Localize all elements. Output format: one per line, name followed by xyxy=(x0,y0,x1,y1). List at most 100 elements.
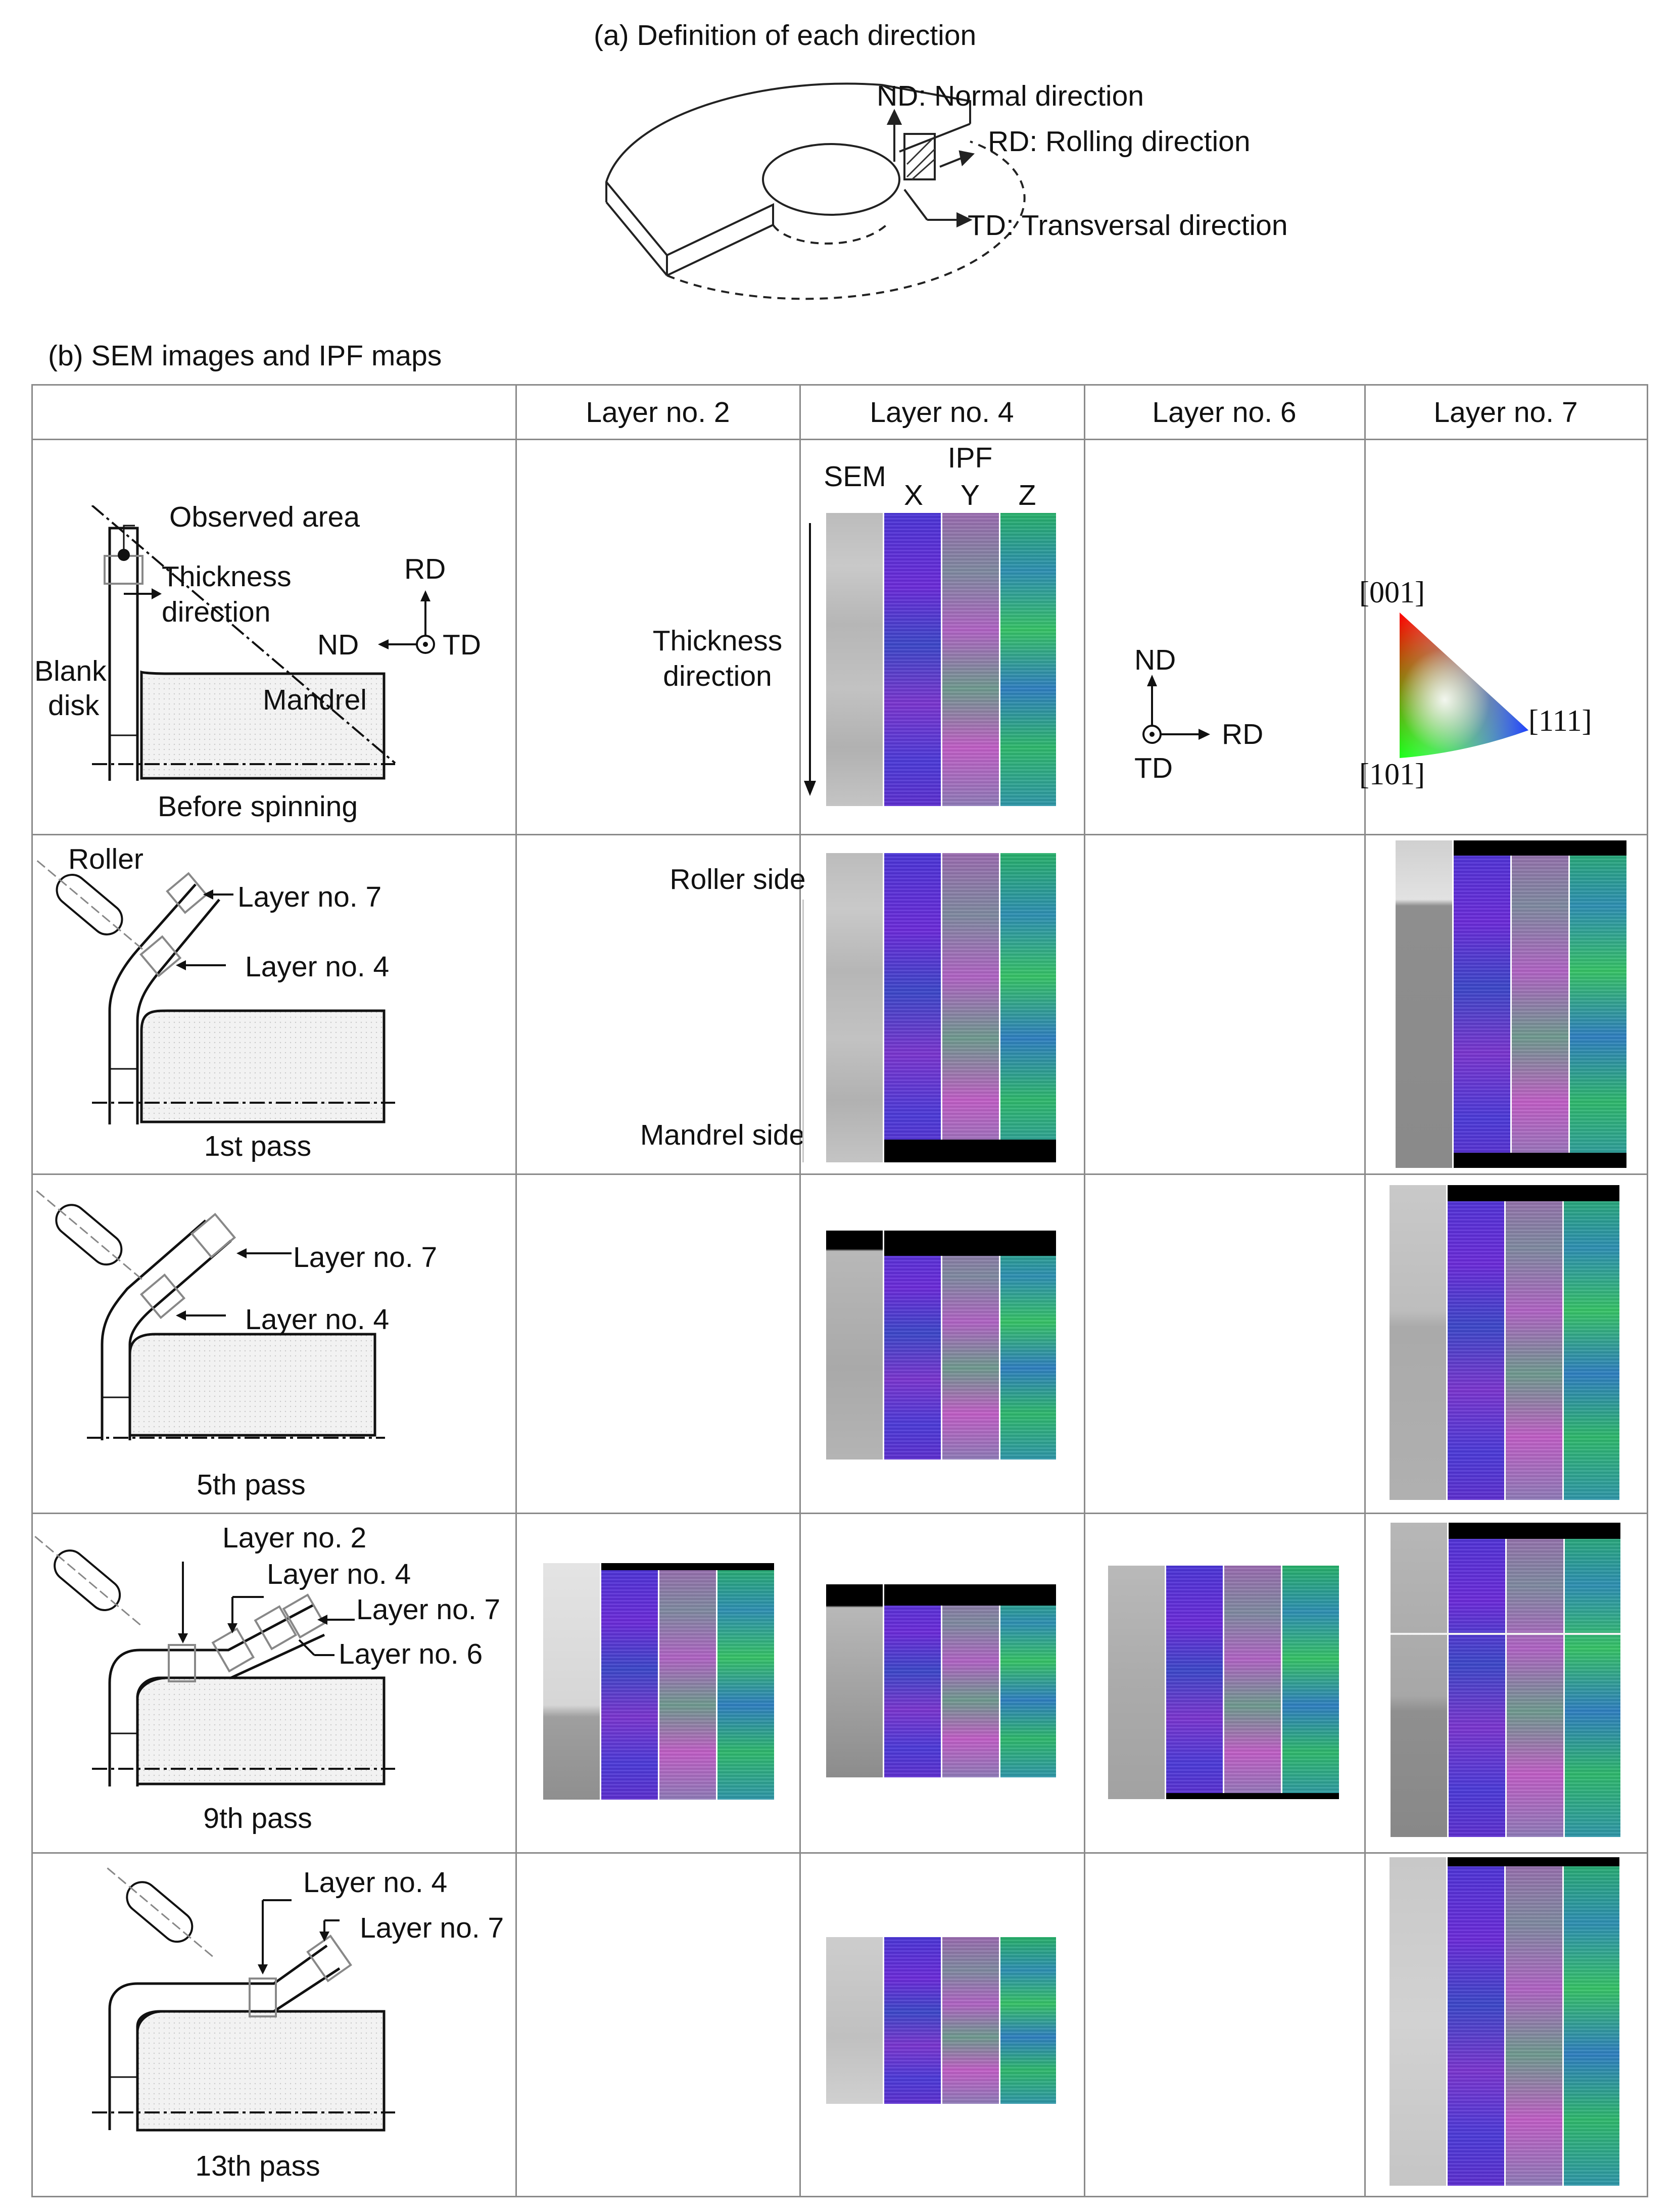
ipf-x-strip xyxy=(884,853,941,1162)
ipf-y-strip xyxy=(942,513,999,806)
sem-strip xyxy=(826,1231,883,1460)
ipf-z-strip xyxy=(1000,513,1056,806)
sample-rd-label: RD xyxy=(1222,718,1264,750)
td-label: TD: Transversal direction xyxy=(968,209,1288,242)
p9-layer6-label: Layer no. 6 xyxy=(339,1638,483,1670)
ipf-y-strip xyxy=(1506,1185,1562,1500)
ipf-y-strip xyxy=(1507,1523,1563,1837)
stage-1st-pass: 1st pass xyxy=(204,1130,312,1162)
ipf-z-strip xyxy=(1000,1937,1056,2104)
ipf-x-strip xyxy=(1454,840,1510,1168)
thickness-dir-text-2: direction xyxy=(663,660,772,692)
direction-definition-diagram xyxy=(605,82,1026,300)
sem-strip xyxy=(826,1937,883,2104)
edge-band xyxy=(884,1140,1056,1162)
ipf-y-strip xyxy=(1224,1566,1281,1799)
map-13th-layer4 xyxy=(826,1937,1056,2104)
ipf-x-strip xyxy=(1449,1523,1505,1837)
edge-band xyxy=(1454,1153,1626,1168)
edge-band xyxy=(1449,1523,1620,1539)
sem-strip xyxy=(1391,1523,1447,1837)
sem-strip xyxy=(1108,1566,1165,1799)
map-1st-layer4 xyxy=(826,853,1056,1162)
ipf-z-strip xyxy=(1564,1185,1619,1500)
observed-area-label: Observed area xyxy=(169,501,360,533)
sem-strip xyxy=(826,853,883,1162)
edge-band xyxy=(884,1584,1056,1606)
sem-strip xyxy=(1390,1857,1446,2186)
p13-layer7-label: Layer no. 7 xyxy=(360,1912,504,1944)
pole-111: [111] xyxy=(1528,704,1592,737)
edge-band xyxy=(1454,840,1626,856)
map-9th-layer4 xyxy=(826,1584,1056,1777)
map-before-layer4 xyxy=(826,513,1056,806)
ipf-z-strip xyxy=(1570,840,1626,1168)
ipf-y-strip xyxy=(1512,840,1568,1168)
ipf-x-strip xyxy=(1448,1185,1504,1500)
rd-label: RD: Rolling direction xyxy=(988,125,1251,158)
thickness-label-2: direction xyxy=(162,596,271,628)
rd-axis-label: RD xyxy=(404,553,446,585)
blank-disk-label-2: disk xyxy=(48,689,100,722)
stage-9th-pass: 9th pass xyxy=(203,1802,312,1834)
edge-band xyxy=(884,1231,1056,1256)
thickness-dir-text-1: Thickness xyxy=(652,625,783,657)
ipf-y-strip xyxy=(942,1937,999,2104)
fifth-pass-schematic xyxy=(36,1190,385,1440)
p9-layer4-label: Layer no. 4 xyxy=(267,1558,411,1590)
ipf-y-strip xyxy=(942,1231,999,1460)
thickness-arrow xyxy=(804,523,816,796)
p1-layer4-label: Layer no. 4 xyxy=(245,951,390,983)
col-header-layer6: Layer no. 6 xyxy=(1152,396,1297,429)
roller-label: Roller xyxy=(68,843,143,875)
pole-001: [001] xyxy=(1359,576,1425,609)
td-axis-label: TD xyxy=(443,629,481,661)
sample-nd-label: ND xyxy=(1134,644,1176,676)
caption-a: (a) Definition of each direction xyxy=(594,19,977,52)
ipf-x-strip xyxy=(884,1584,941,1777)
pole-101: [101] xyxy=(1359,758,1425,791)
ipf-y-header: Y xyxy=(960,479,980,511)
p5-layer7-label: Layer no. 7 xyxy=(293,1241,438,1274)
ipf-x-strip xyxy=(884,1937,941,2104)
ipf-x-strip xyxy=(601,1563,658,1800)
ipf-x-strip xyxy=(1448,1857,1504,2186)
sem-strip xyxy=(1390,1185,1446,1500)
sample-axis-diagram xyxy=(1142,675,1210,744)
map-9th-layer2 xyxy=(543,1563,774,1800)
map-13th-layer7 xyxy=(1390,1857,1619,2186)
ipf-y-strip xyxy=(1506,1857,1562,2186)
ipf-z-strip xyxy=(1564,1857,1619,2186)
map-1st-layer7 xyxy=(1396,840,1626,1168)
ipf-z-strip xyxy=(1000,1231,1056,1460)
ipf-header: IPF xyxy=(947,442,993,474)
sem-header: SEM xyxy=(824,460,886,493)
map-9th-layer6 xyxy=(1108,1566,1339,1799)
stage-5th-pass: 5th pass xyxy=(197,1469,306,1501)
col-header-layer7: Layer no. 7 xyxy=(1433,396,1578,429)
ipf-x-strip xyxy=(884,1231,941,1460)
stage-before-spinning: Before spinning xyxy=(157,790,358,823)
sample-td-label: TD xyxy=(1134,752,1173,784)
nd-axis-label: ND xyxy=(317,629,359,661)
before-spinning-schematic xyxy=(91,505,435,781)
p13-layer4-label: Layer no. 4 xyxy=(303,1866,448,1899)
stitch-line xyxy=(1391,1633,1620,1635)
p1-layer7-label: Layer no. 7 xyxy=(237,881,382,913)
ipf-z-strip xyxy=(717,1563,774,1800)
blank-disk-label-1: Blank xyxy=(34,655,107,687)
edge-band xyxy=(1448,1857,1619,1866)
ipf-z-strip xyxy=(1282,1566,1339,1799)
ipf-y-strip xyxy=(942,1584,999,1777)
ipf-z-strip xyxy=(1565,1523,1620,1837)
ipf-color-triangle xyxy=(1400,613,1528,758)
side-connector-line xyxy=(802,900,804,1162)
ipf-z-strip xyxy=(1000,1584,1056,1777)
ipf-x-strip xyxy=(884,513,941,806)
mandrel-label: Mandrel xyxy=(263,684,367,716)
p9-layer7-label: Layer no. 7 xyxy=(356,1593,501,1626)
ipf-x-header: X xyxy=(903,479,924,511)
p9-layer2-label: Layer no. 2 xyxy=(222,1522,367,1554)
roller-side-label: Roller side xyxy=(669,863,806,896)
edge-band xyxy=(601,1563,774,1570)
